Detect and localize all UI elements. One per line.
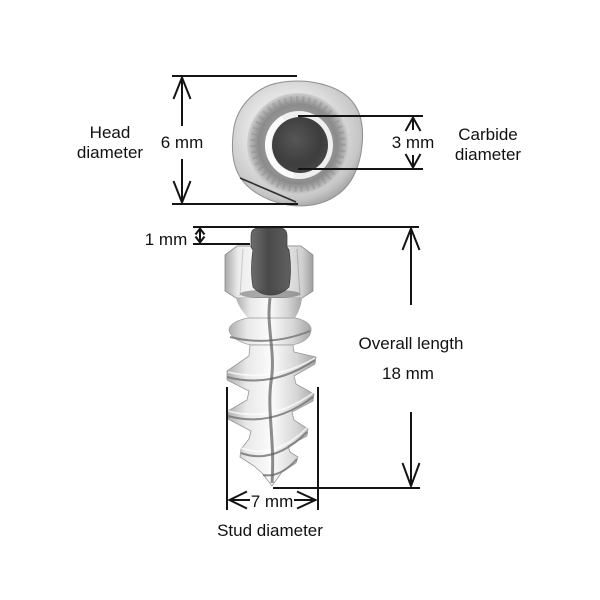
center-streak (267, 297, 275, 484)
carbide-insert-top (272, 117, 328, 173)
arrow-down-icon (401, 462, 421, 489)
stud-diameter-value: 7 mm (251, 492, 294, 511)
carbide-diameter-value: 3 mm (392, 133, 435, 152)
labels: Head diameter 6 mm 3 mm Carbide diameter… (77, 123, 521, 540)
head-diameter-label-line1: Head (90, 123, 131, 142)
dimension-lines (172, 74, 423, 510)
hex-facet-left (239, 248, 244, 297)
arrow-up-icon (404, 115, 422, 132)
side-view-stud (224, 227, 317, 487)
arrow-up-icon (194, 226, 206, 236)
head-facet-edge (239, 177, 297, 203)
top-view-head (231, 80, 364, 207)
stud-diameter-label: Stud diameter (217, 521, 323, 540)
arrow-up-icon (401, 225, 421, 251)
head-diameter-value: 6 mm (161, 133, 204, 152)
head-highlight-arc (265, 111, 333, 179)
head-diameter-label-line2: diameter (77, 143, 143, 162)
arrow-left-icon (227, 490, 248, 510)
hex-bottom-shadow (240, 289, 300, 299)
arrow-right-icon (296, 490, 318, 510)
hex-facet-right (296, 248, 301, 297)
arrow-down-icon (194, 235, 206, 245)
arrow-down-icon (172, 180, 192, 206)
carbide-diameter-label-line2: diameter (455, 145, 521, 164)
arrow-down-icon (404, 153, 422, 170)
carbide-diameter-dimension (298, 115, 423, 170)
pin-protrusion-dimension (193, 226, 419, 245)
overall-length-value: 18 mm (382, 364, 434, 383)
arrow-up-icon (172, 74, 192, 100)
carbide-pin (250, 227, 291, 296)
head-diameter-dimension (172, 74, 298, 206)
overall-length-label: Overall length (359, 334, 464, 353)
pin-protrusion-value: 1 mm (145, 230, 188, 249)
stud-diameter-dimension (226, 387, 319, 510)
carbide-diameter-label-line1: Carbide (458, 125, 518, 144)
head-brush-texture (250, 96, 346, 192)
overall-length-dimension (273, 225, 421, 489)
